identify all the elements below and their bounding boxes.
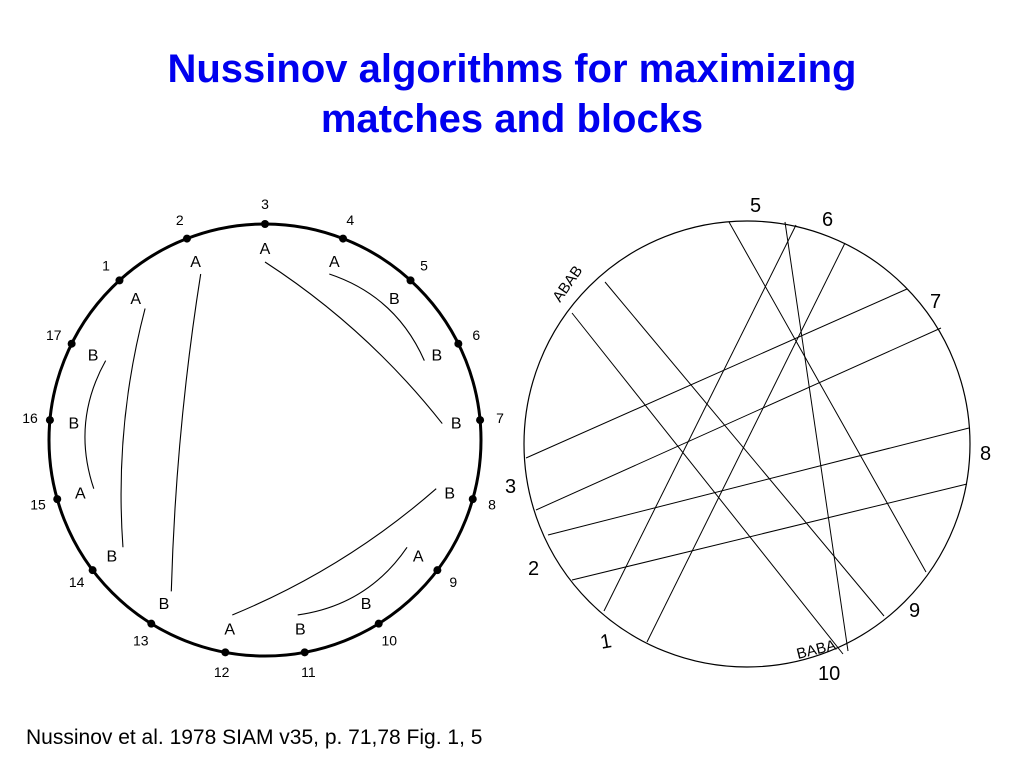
fig5-rim-number: 8 [980, 443, 991, 465]
fig1-node-number: 6 [472, 327, 480, 343]
fig5-rim-number: 6 [822, 209, 833, 231]
fig5-rim-number: 3 [505, 476, 516, 498]
fig1-node-number: 12 [214, 664, 230, 680]
fig1-node-dot [476, 416, 485, 425]
fig5-rim-number: 10 [818, 663, 840, 685]
fig1-node-base: B [389, 291, 400, 308]
fig5-rim-number: 9 [909, 600, 920, 622]
fig5-chord [603, 224, 797, 612]
fig5-chord [784, 221, 849, 652]
fig1-node-base: B [432, 347, 443, 364]
fig1-node-dot [88, 566, 97, 575]
fig1-node-number: 9 [449, 574, 457, 590]
fig5-circle [523, 220, 971, 668]
fig1-node-dot [468, 495, 477, 504]
fig5-rim-number: 1 [599, 630, 614, 654]
fig1-node-number: 2 [176, 212, 184, 228]
fig1-node-number: 16 [22, 410, 38, 426]
fig5-chord [525, 288, 908, 459]
fig1-node-dot [221, 648, 230, 657]
fig1-node-dot [147, 619, 156, 628]
fig5-block-label: BABA [795, 637, 838, 663]
fig1-node-dot [261, 220, 269, 228]
fig5-chords [525, 221, 970, 655]
fig1-node-dot [53, 495, 62, 504]
fig1-node-base: B [451, 415, 462, 432]
fig1-node-base: A [75, 486, 86, 503]
fig1-node-base: B [106, 549, 117, 566]
fig5-chord [571, 312, 844, 655]
fig1-node-number: 11 [301, 664, 316, 680]
fig1-node-number: 13 [133, 633, 149, 649]
fig1-node-base: B [159, 596, 170, 613]
fig5-block-diagram: 1 2 3 5 6 7 8 9 10 ABAB BABA [505, 195, 991, 685]
fig5-chord [728, 221, 927, 573]
fig5-chord [535, 327, 942, 511]
fig1-node-base: A [329, 254, 340, 271]
slide-title: Nussinov algorithms for maximizing match… [0, 44, 1024, 144]
fig1-node-number: 1 [102, 258, 110, 274]
fig1-node-dot [182, 234, 191, 243]
fig1-pair-arc [120, 308, 146, 548]
fig1-node-number: 14 [69, 574, 85, 590]
fig1-pair-arc [264, 261, 443, 424]
fig1-node-base: B [88, 347, 99, 364]
fig1-pair-arc [329, 273, 425, 361]
fig1-node-number: 8 [488, 497, 496, 513]
figure-caption: Nussinov et al. 1978 SIAM v35, p. 71,78 … [26, 726, 483, 749]
fig1-node-dot [454, 339, 463, 348]
fig1-node-base: A [260, 241, 271, 258]
fig1-node-base: B [295, 622, 306, 639]
fig1-arcs [84, 261, 443, 616]
fig5-chord [646, 242, 846, 643]
fig1-node-dot [433, 566, 442, 575]
fig1-node-base: B [444, 486, 455, 503]
fig1-node-number: 4 [346, 212, 354, 228]
fig5-chord [571, 483, 968, 581]
fig1-pair-arc [170, 273, 202, 592]
fig1-node-base: A [190, 254, 201, 271]
fig1-node-base: A [130, 291, 141, 308]
fig1-pair-arc [84, 360, 107, 489]
fig1-node-dot [339, 234, 348, 243]
title-line-2: matches and blocks [320, 97, 704, 141]
fig1-node-number: 5 [420, 258, 428, 274]
fig5-chord [604, 281, 885, 617]
fig1-node-base: A [224, 622, 235, 639]
fig1-pair-arc [232, 488, 437, 616]
fig1-node-number: 15 [30, 497, 46, 513]
fig1-node-number: 10 [381, 633, 397, 649]
fig5-rim-number: 5 [750, 195, 761, 217]
fig1-node-number: 7 [496, 410, 504, 426]
fig1-node-dot [45, 416, 54, 425]
fig1-node-number: 17 [46, 327, 62, 343]
fig1-node-dot [115, 276, 124, 285]
fig5-chord [547, 427, 970, 536]
title-line-1: Nussinov algorithms for maximizing [167, 47, 857, 91]
fig1-circle [47, 222, 483, 658]
fig1-node-dot [374, 619, 383, 628]
fig1-node-dot [67, 339, 76, 348]
fig1-node-dot [406, 276, 415, 285]
fig1-node-base: A [413, 549, 424, 566]
fig1-node-dot [300, 648, 309, 657]
fig1-node-number: 3 [261, 196, 269, 212]
fig5-rim-number: 7 [930, 291, 941, 313]
fig5-rim-labels: 1 2 3 5 6 7 8 9 10 ABAB BABA [505, 195, 991, 685]
fig1-node-base: B [361, 596, 372, 613]
fig5-block-label: ABAB [549, 263, 586, 306]
fig5-rim-number: 2 [528, 558, 539, 580]
fig1-pair-arc [297, 546, 408, 616]
fig1-node-base: B [68, 415, 79, 432]
